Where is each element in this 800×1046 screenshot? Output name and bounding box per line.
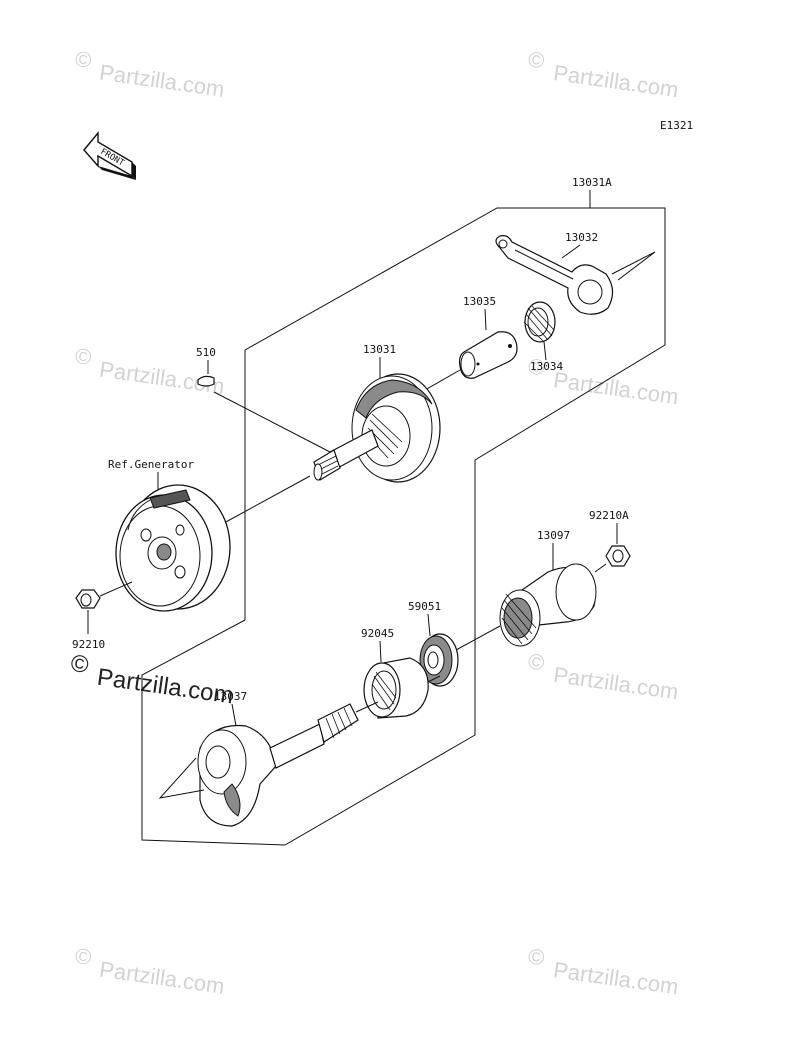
label-13037: 13037 <box>214 690 247 703</box>
front-arrow-icon: FRONT <box>83 131 136 180</box>
gear-59051 <box>419 625 501 687</box>
watermark-text: Partzilla.com <box>98 957 226 999</box>
leader-13034 <box>543 341 547 361</box>
leader-92045 <box>379 640 382 663</box>
watermark-bottom-right: © Partzilla.com <box>527 943 681 999</box>
watermark-strong: © Partzilla.com <box>69 650 235 710</box>
label-13031A: 13031A <box>572 176 612 189</box>
nut-92210A <box>605 545 631 567</box>
label-13035: 13035 <box>463 295 496 308</box>
watermark-bottom-left: © Partzilla.com <box>74 943 227 999</box>
gear-13097 <box>499 563 607 647</box>
label-92210A: 92210A <box>589 509 629 522</box>
label-13097: 13097 <box>537 529 570 542</box>
label-13031: 13031 <box>363 343 396 356</box>
watermark-top-right: © Partzilla.com <box>527 46 681 102</box>
crankshaft-right-13037 <box>158 701 379 827</box>
crank-pin-13035 <box>458 331 518 379</box>
leader-13032 <box>561 244 581 259</box>
pin-axis-line <box>424 369 461 391</box>
watermark-text: Partzilla.com <box>552 60 680 102</box>
watermark-copyright: © <box>527 648 547 675</box>
watermark-lower-right: © Partzilla.com <box>527 648 681 704</box>
diagram-code: E1321 <box>660 119 693 132</box>
crank-axis-line <box>223 475 311 524</box>
watermark-copyright: © <box>527 353 547 380</box>
watermark-copyright: © <box>74 943 94 970</box>
nut-92210 <box>75 581 133 609</box>
leader-59051 <box>427 613 431 637</box>
watermark-copyright: © <box>74 46 94 73</box>
label-92210: 92210 <box>72 638 105 651</box>
group-frame-lower <box>141 460 476 846</box>
label-510: 510 <box>196 346 216 359</box>
watermark-top-left: © Partzilla.com <box>74 46 227 102</box>
connecting-rod-13032 <box>495 235 656 315</box>
watermark-text: Partzilla.com <box>552 957 680 999</box>
key-axis-line <box>213 391 331 453</box>
label-59051: 59051 <box>408 600 441 613</box>
watermark-text: Partzilla.com <box>552 367 680 409</box>
watermark-copyright: © <box>527 46 547 73</box>
leader-13035 <box>484 308 487 331</box>
label-13034: 13034 <box>530 360 563 373</box>
generator-rotor <box>115 484 231 612</box>
watermark-text: Partzilla.com <box>552 662 680 704</box>
group-frame-upper <box>244 207 666 620</box>
label-13032: 13032 <box>565 231 598 244</box>
watermark-copyright: © <box>69 650 91 679</box>
ball-bearing-92045 <box>363 657 441 719</box>
label-ref-generator: Ref.Generator <box>108 458 194 471</box>
watermark-text: Partzilla.com <box>98 60 226 102</box>
needle-bearing-13034 <box>523 301 556 343</box>
watermark-copyright: © <box>527 943 547 970</box>
woodruff-key-510 <box>197 375 215 387</box>
leader-13037 <box>231 703 237 727</box>
watermark-copyright: © <box>74 343 94 370</box>
label-92045: 92045 <box>361 627 394 640</box>
crankshaft-left-13031 <box>313 373 441 483</box>
